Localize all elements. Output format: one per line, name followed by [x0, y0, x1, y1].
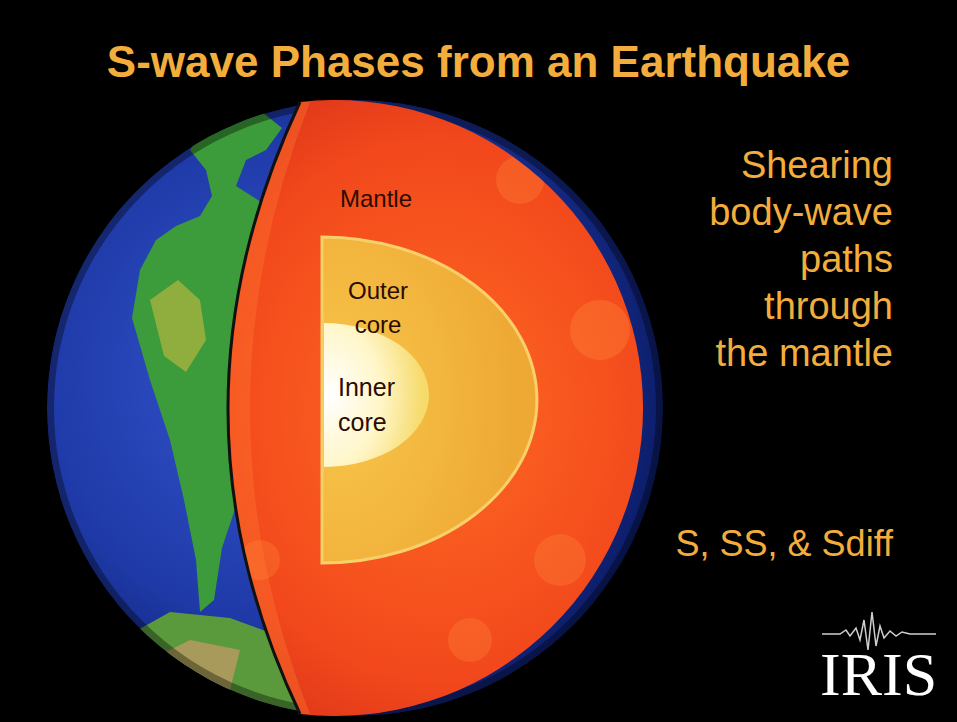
logo-text: IRIS — [820, 642, 937, 706]
layer-label: Outer core — [330, 274, 426, 342]
mantle-blotch — [448, 618, 492, 662]
outer-core — [322, 237, 537, 563]
continent-highland — [150, 280, 206, 372]
mantle-blotch — [570, 300, 630, 360]
mantle-blotch — [534, 534, 586, 586]
mantle-blotch — [496, 156, 544, 204]
continent — [90, 108, 200, 176]
diagram-title: S-wave Phases from an Earthquake — [0, 34, 957, 90]
mantle — [140, 90, 680, 722]
description-text: Shearing body-wave paths through the man… — [705, 142, 893, 377]
phase-names: S, SS, & Sdiff — [676, 522, 893, 566]
inner-core — [324, 323, 429, 467]
earth-interior — [140, 90, 680, 722]
layer-label: Mantle — [340, 184, 412, 214]
cut-face-highlight — [228, 102, 310, 714]
cut-edge — [228, 102, 300, 714]
layer-label: Inner core — [338, 370, 424, 440]
